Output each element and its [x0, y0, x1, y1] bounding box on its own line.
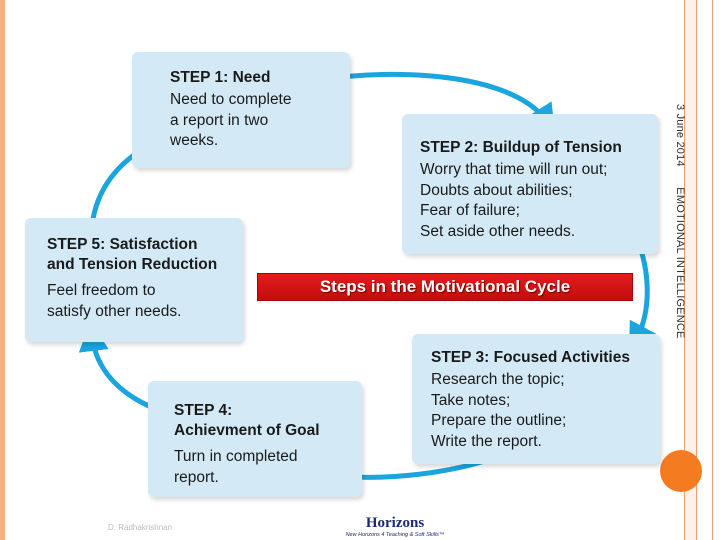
slide-left-border	[0, 0, 5, 540]
step-4-body: Turn in completed report.	[174, 448, 298, 486]
step-3-box: STEP 3: Focused Activities Research the …	[412, 334, 660, 464]
horizons-logo: Horizons New Horizons 4 Teaching & Soft …	[340, 516, 450, 540]
step-5-box: STEP 5: Satisfaction and Tension Reducti…	[25, 218, 243, 342]
slide-right-rule	[696, 0, 697, 540]
slide-right-rule	[684, 0, 685, 540]
slide-number-circle	[660, 450, 702, 492]
step-1-box: STEP 1: Need Need to complete a report i…	[132, 52, 350, 168]
step-4-title: STEP 4: Achievment of Goal	[174, 402, 320, 439]
step-2-body: Worry that time will run out; Doubts abo…	[420, 161, 608, 240]
step-3-body: Research the topic; Take notes; Prepare …	[431, 371, 567, 450]
step-3-title: STEP 3: Focused Activities	[431, 349, 630, 366]
step-5-body: Feel freedom to satisfy other needs.	[47, 282, 182, 320]
logo-wordmark: Horizons	[365, 515, 425, 531]
footer-author: D. Radhakrishnan	[108, 523, 173, 532]
slide-right-band	[685, 0, 696, 540]
side-label: 3 June 2014 EMOTIONAL INTELLIGENCE	[668, 104, 686, 364]
step-2-box: STEP 2: Buildup of Tension Worry that ti…	[402, 114, 658, 254]
side-label-date: 3 June 2014	[674, 104, 686, 167]
slide-right-rule	[712, 0, 713, 540]
diagram-title-banner: Steps in the Motivational Cycle	[257, 273, 633, 301]
step-2-title: STEP 2: Buildup of Tension	[420, 139, 622, 156]
logo-name: Horizons	[340, 516, 450, 531]
step-1-title: STEP 1: Need	[170, 69, 271, 86]
logo-tagline: New Horizons 4 Teaching & Soft Skills™	[345, 532, 445, 538]
step-4-box: STEP 4: Achievment of Goal Turn in compl…	[148, 381, 362, 497]
step-5-title: STEP 5: Satisfaction and Tension Reducti…	[47, 236, 218, 273]
side-label-topic: EMOTIONAL INTELLIGENCE	[674, 187, 686, 339]
step-1-body: Need to complete a report in two weeks.	[170, 91, 292, 149]
